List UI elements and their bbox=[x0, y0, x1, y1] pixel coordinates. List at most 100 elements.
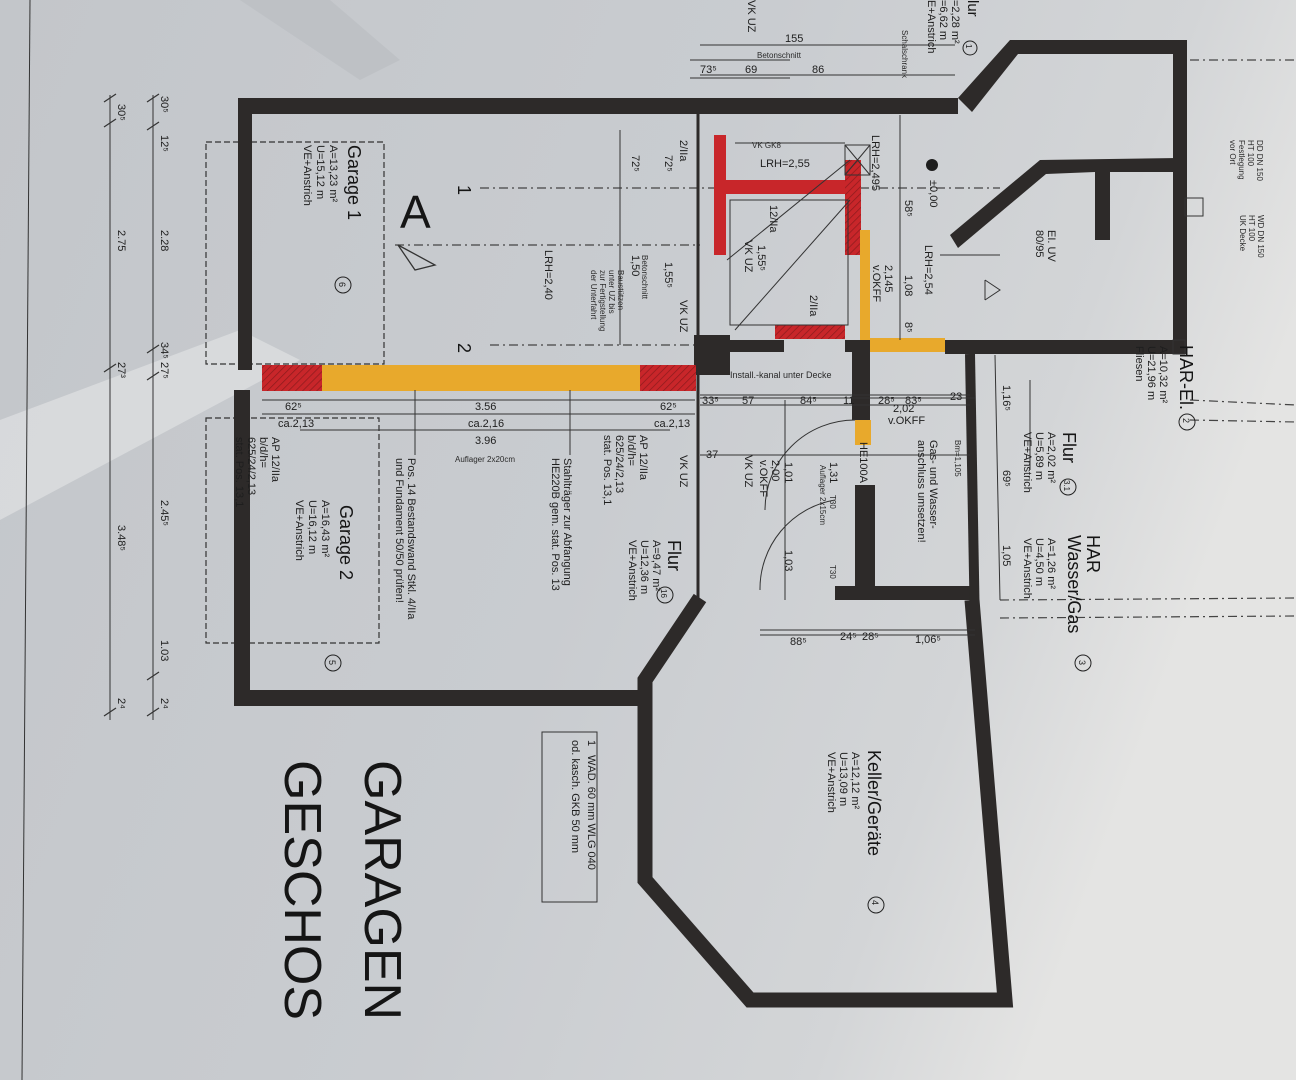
note-ap: stat. Pos. 13,1 bbox=[601, 435, 613, 505]
note-stahltraeger: Stahlträger zur Abfangung bbox=[561, 458, 573, 586]
dim-label: 1,55⁵ bbox=[662, 262, 674, 288]
dim-label: 1,31 bbox=[827, 462, 839, 483]
note-label: 2/IIa bbox=[807, 295, 819, 317]
room-har-el: HAR-El. 2 A=10,32 m² U=21,96 m Fliesen bbox=[1133, 345, 1196, 431]
note-el-uv: EI. UV bbox=[1045, 230, 1057, 262]
note-label: 12/IIa bbox=[767, 205, 779, 233]
dim-label: 2.28 bbox=[158, 230, 170, 251]
note-vk: VK GK8 bbox=[752, 141, 781, 150]
note-label: Betonschnitt bbox=[640, 255, 649, 300]
legend-text: od. kasch. GKB 50 mm bbox=[569, 740, 581, 853]
dim-label: 1,01 bbox=[782, 462, 794, 483]
room-area: A=9,47 m² bbox=[650, 540, 662, 591]
walls bbox=[234, 40, 1187, 1008]
note-label: 2/IIa bbox=[677, 140, 689, 162]
note-label: Schalschrank bbox=[900, 30, 909, 79]
note-wd: HT 100 bbox=[1247, 215, 1256, 242]
dim-label: 73⁵ bbox=[700, 64, 717, 76]
note-pos14: Pos. 14 Bestandswand Stkl. 4/IIa bbox=[405, 458, 417, 620]
note-pos14: und Fundament 50/50 prüfen! bbox=[393, 458, 405, 603]
dim-label: 155 bbox=[785, 33, 803, 45]
room-area: A=12,12 m² bbox=[849, 752, 861, 810]
note-label: Auflager 2x15cm bbox=[818, 465, 827, 525]
dim-label: 69⁵ bbox=[1000, 470, 1012, 487]
note-lrh: LRH=2,40 bbox=[542, 250, 554, 300]
room-keller-geraete: Keller/Geräte 4 A=12,12 m² U=13,09 m VE+… bbox=[825, 750, 885, 914]
dim-label: 3.96 bbox=[475, 435, 496, 447]
room-finish: VE+Anstrich bbox=[293, 500, 305, 561]
dim-label: 72⁵ bbox=[629, 155, 641, 172]
note-ap: 625/24/2,13 bbox=[245, 437, 257, 495]
note-label: T30 bbox=[828, 495, 837, 509]
room-finish: Fliesen bbox=[1133, 346, 1145, 381]
steel-beam-he220b bbox=[322, 365, 640, 391]
note-label: VK UZ bbox=[745, 0, 757, 33]
note-ap: b/d/h= bbox=[625, 435, 637, 466]
dim-label: 1,03 bbox=[782, 550, 794, 571]
note-dd: HT 100 bbox=[1246, 140, 1255, 167]
room-area: A=1,26 m² bbox=[1045, 538, 1057, 589]
room-finish: VE+Anstrich bbox=[1021, 538, 1033, 599]
dim-label: 34⁵ bbox=[158, 342, 170, 359]
note-okff: 2,145 bbox=[882, 265, 894, 293]
note-label: Auflager 2x20cm bbox=[455, 455, 515, 464]
note-label: T30 bbox=[828, 565, 837, 579]
note-lrh: LRH=2,55 bbox=[760, 158, 810, 170]
note-lrh: LRH=2,54 bbox=[922, 245, 934, 295]
room-number: 5 bbox=[327, 660, 337, 665]
room-number: 1 bbox=[964, 44, 973, 49]
legend-text: WÄD. 60 mm WLG 040 bbox=[585, 755, 597, 870]
dim-label: 86 bbox=[812, 64, 824, 76]
garage1-parking-outline bbox=[205, 141, 385, 365]
room-name: Garage 2 bbox=[336, 505, 356, 580]
note-bmh: Bm=1,105 bbox=[953, 440, 962, 477]
section-marker: A bbox=[400, 186, 431, 238]
dim-label: 33⁵ bbox=[702, 395, 719, 407]
dimension-labels-left: 30⁵ 30⁵ 12⁵ 2.28 2.75 34⁵ 27⁵ 27³ 2.45⁵ … bbox=[115, 96, 170, 709]
room-perimeter: U=21,96 m bbox=[1145, 346, 1157, 400]
note-dd: Festlegung bbox=[1237, 140, 1246, 180]
detail-lines bbox=[262, 44, 1204, 631]
note-label: VK UZ bbox=[677, 455, 689, 488]
room-name: Flur bbox=[664, 540, 684, 571]
note-okff: 2,00 bbox=[769, 460, 781, 481]
room-name: Wasser/Gas bbox=[1064, 535, 1084, 633]
note-label: VK UZ bbox=[742, 240, 754, 273]
room-number: 2 bbox=[1181, 418, 1191, 423]
dim-label: 2.75 bbox=[115, 230, 127, 251]
note-install-kanal: Install.-kanal unter Decke bbox=[730, 370, 832, 380]
room-perimeter: U=4,50 m bbox=[1033, 538, 1045, 586]
dim-label: 2.45⁵ bbox=[158, 500, 170, 526]
dim-label: 58⁵ bbox=[902, 200, 914, 217]
shadow bbox=[240, 0, 400, 80]
room-area: A=16,43 m² bbox=[319, 500, 331, 558]
dim-label: 62⁵ bbox=[660, 401, 677, 413]
note-label: Betonschnitt bbox=[757, 51, 802, 60]
note-baustuetzen: zur Fertigstellung bbox=[598, 270, 607, 331]
note-ap: 625/24/2,13 bbox=[613, 435, 625, 493]
room-number: 3 bbox=[1077, 660, 1087, 665]
dim-label: 37 bbox=[706, 449, 718, 461]
drawing-title-line2: GESCHOS bbox=[273, 760, 331, 1020]
keller-walls bbox=[637, 593, 1014, 1008]
note-wd: UK Decke bbox=[1238, 215, 1247, 252]
dim-label: 24⁵ bbox=[840, 631, 857, 643]
room-number: 6 bbox=[337, 282, 347, 287]
note-he100a: HE100A bbox=[857, 442, 869, 484]
note-ap: AP 12/IIa bbox=[637, 435, 649, 481]
room-har-wasser-gas: HAR Wasser/Gas 3 A=1,26 m² U=4,50 m VE+A… bbox=[1021, 535, 1103, 672]
room-perimeter: U=5,89 m bbox=[1033, 432, 1045, 480]
room-garage2: Garage 2 5 A=16,43 m² U=16,12 m VE+Anstr… bbox=[293, 500, 356, 672]
dim-label: 62⁵ bbox=[285, 401, 302, 413]
dim-label: 3.56 bbox=[475, 401, 496, 413]
note-stahltraeger: HE220B gem. stat. Pos. 13 bbox=[549, 458, 561, 591]
dim-label: 30⁵ bbox=[158, 96, 170, 113]
room-area: A=13,23 m² bbox=[327, 145, 339, 203]
light-glare bbox=[0, 330, 300, 520]
dim-label: 1,05 bbox=[1000, 545, 1012, 566]
floor-drain-icon bbox=[926, 159, 938, 171]
dim-label: 83⁵ bbox=[905, 395, 922, 407]
room-flur-3-1: Flur 3.1 A=2,02 m² U=5,89 m VE+Anstrich bbox=[1021, 432, 1079, 496]
dim-label: ca.2,13 bbox=[654, 418, 690, 430]
note-level: ±0,00 bbox=[927, 180, 939, 207]
